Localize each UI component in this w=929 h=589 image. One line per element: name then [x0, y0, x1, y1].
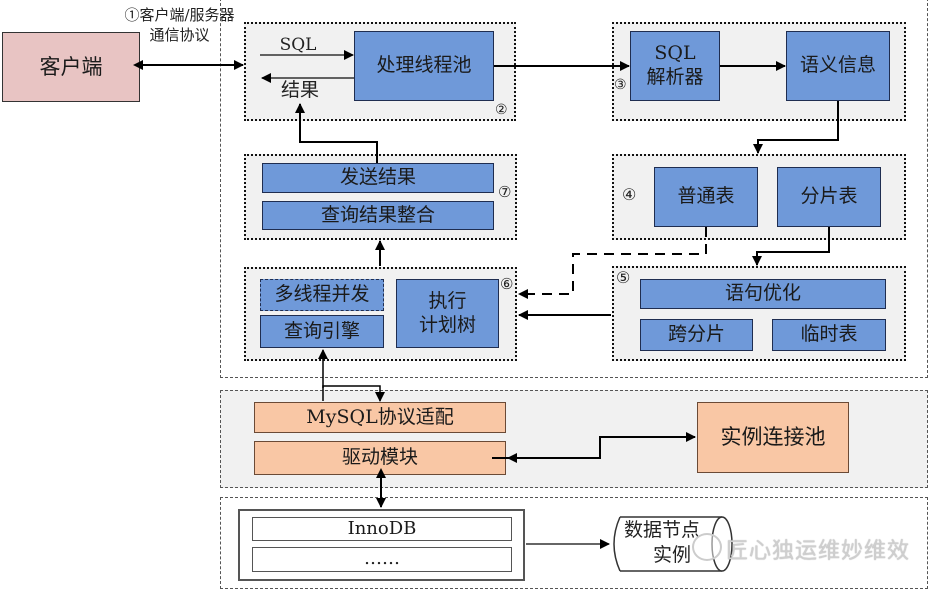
result-label: 结果 [280, 79, 319, 101]
cross-shard-box: 跨分片 [640, 319, 753, 351]
proxy-layer-region [220, 0, 928, 378]
more-engines-box: …… [252, 547, 512, 572]
execution-plan-box: 执行 计划树 [396, 279, 499, 348]
query-engine-box: 查询引擎 [260, 315, 384, 348]
engine-adapter-arrow [322, 385, 385, 402]
wechat-logo-icon [692, 533, 722, 561]
normal-to-exec-arrow [518, 227, 707, 299]
shard-table-box: 分片表 [777, 167, 881, 227]
protocol-label-line2: 通信协议 [149, 25, 210, 44]
group2-number: ② [495, 102, 508, 118]
temp-table-box: 临时表 [772, 319, 886, 351]
sql-parser-box: SQL 解析器 [630, 31, 720, 101]
shard-to-optimize-arrow [752, 227, 830, 266]
data-node-cylinder [613, 516, 733, 572]
driver-pool-arrow [492, 432, 696, 459]
sql-label: SQL [279, 35, 317, 55]
innodb-box: InnoDB [252, 517, 512, 541]
group3-number: ③ [614, 77, 627, 93]
plan-line1: 执行 [428, 289, 467, 312]
multithread-box: 多线程并发 [260, 279, 384, 311]
protocol-label: ①客户端/服务器 通信协议 [112, 6, 247, 45]
semantic-info-box: 语义信息 [786, 31, 890, 101]
thread-pool-box: 处理线程池 [354, 31, 494, 101]
statement-optimize-box: 语句优化 [640, 279, 886, 309]
data-node-label: 数据节点 实例 [612, 518, 712, 567]
group5-number: ⑤ [616, 268, 631, 287]
data-node-line2: 实例 [652, 543, 691, 566]
group4-number: ④ [622, 185, 637, 204]
plan-line2: 计划树 [418, 313, 476, 336]
instance-pool-box: 实例连接池 [697, 402, 849, 473]
data-node-line1: 数据节点 [623, 519, 700, 541]
send-to-result-arrow [295, 103, 378, 163]
parser-line1: SQL [654, 42, 696, 65]
watermark-text: 匠心独运维妙维效 [726, 539, 911, 564]
group7-number: ⑦ [498, 183, 512, 201]
normal-table-box: 普通表 [654, 167, 758, 227]
mysql-adapter-box: MySQL协议适配 [254, 402, 506, 433]
semantic-to-tables-arrow [753, 101, 839, 154]
send-result-box: 发送结果 [262, 163, 494, 193]
parser-line2: 解析器 [646, 66, 704, 88]
protocol-label-line1: ①客户端/服务器 [124, 6, 235, 24]
group6-number: ⑥ [500, 275, 514, 293]
merge-result-box: 查询结果整合 [262, 201, 494, 230]
